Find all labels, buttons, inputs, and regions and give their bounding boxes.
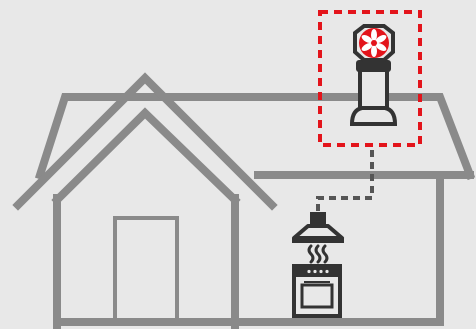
vent-pipe-body bbox=[360, 70, 387, 112]
main-roof-line bbox=[40, 97, 470, 175]
vent-pipe-flange bbox=[352, 108, 395, 124]
stove-oven-icon bbox=[294, 266, 340, 316]
vent-pipe bbox=[352, 60, 395, 124]
gable-inner bbox=[57, 113, 235, 200]
steam-icon bbox=[309, 246, 327, 262]
duct-connector bbox=[318, 150, 372, 212]
oven-window bbox=[302, 285, 332, 307]
range-hood-icon bbox=[292, 212, 344, 243]
stove-control-panel bbox=[294, 266, 340, 277]
door bbox=[115, 218, 177, 322]
house-outline bbox=[18, 78, 470, 325]
roof-ventilator-fan-icon bbox=[355, 26, 393, 60]
